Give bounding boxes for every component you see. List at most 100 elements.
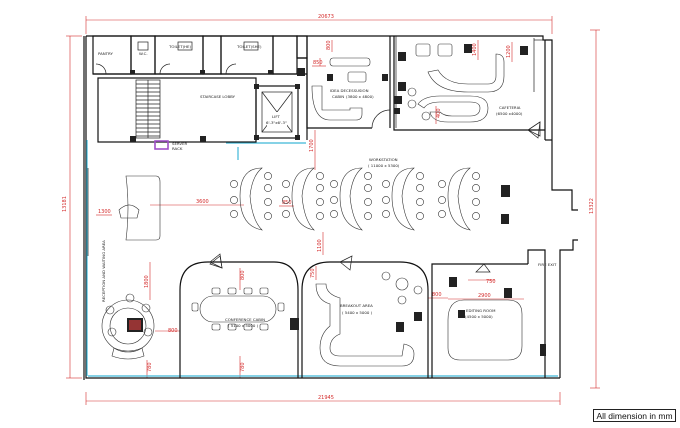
dim-editing-door: 750	[486, 279, 496, 285]
dim-idea-gap: 400	[436, 108, 442, 118]
workstation-chair	[472, 198, 480, 206]
server-rack	[154, 140, 169, 150]
round-seating	[101, 293, 155, 360]
workstation-chair	[330, 210, 338, 218]
workstation-chair	[264, 184, 272, 192]
workstation-chair	[316, 172, 324, 180]
workstation-chair	[472, 172, 480, 180]
dim-reception-vertical: 1800	[144, 275, 150, 288]
workstation-chair	[416, 172, 424, 180]
workstation-chair	[438, 210, 446, 218]
workstation-chair	[472, 184, 480, 192]
cafeteria-size: (6500 x4000)	[496, 111, 523, 116]
outer-walls	[83, 35, 578, 380]
dim-cafeteria-gap: 1400	[472, 43, 478, 56]
workstation-chair	[364, 198, 372, 206]
conference-chair	[211, 323, 221, 331]
workstation-area: WORKSTATION ( 11000 x 5300)	[230, 157, 510, 231]
workstation-chair	[364, 184, 372, 192]
server-rack-line2: RACK	[172, 146, 183, 151]
workstation-chair	[282, 210, 290, 218]
dim-conference-bottom: 780	[240, 362, 246, 372]
lift-size: 6'-3"x6'-3"	[266, 120, 287, 125]
workstation-chair	[382, 180, 390, 188]
glazing	[86, 140, 558, 377]
workstation-chair	[230, 210, 238, 218]
staircase: STAIRCASE LOBBY SERVER RACK	[97, 77, 257, 151]
workstation-desk	[391, 167, 415, 231]
service-block: PANTRY W.C. TOILET(HE) TOILET(SHE)	[92, 35, 308, 76]
room-wc: W.C.	[139, 51, 148, 56]
dim-conference-top: 800	[240, 270, 246, 280]
workstation-chair	[264, 172, 272, 180]
room-pantry: PANTRY	[98, 51, 113, 56]
idea-cabin-size: (3800 x 4800)	[346, 94, 374, 99]
conference-size: ( 5100 x 5000 )	[228, 323, 259, 328]
idea-cabin-name2: CABIN	[332, 94, 344, 99]
workstation-chair	[364, 212, 372, 220]
workstation-chair	[438, 180, 446, 188]
dim-bottom: 21945	[318, 395, 334, 401]
conference-chair	[243, 323, 253, 331]
editing-name: EDITING ROOM	[466, 308, 495, 313]
conference-chair	[277, 302, 285, 312]
workstation-name: WORKSTATION	[369, 157, 398, 162]
reception-area: RECEPTION AND WAITING AREA	[87, 168, 161, 360]
dim-workstation-gap: 3600	[196, 199, 209, 205]
dim-editing-gap: 800	[432, 292, 442, 298]
conference-chair	[259, 287, 269, 295]
conference-cabin: CONFERENCE CABIN ( 5100 x 5000 )	[179, 255, 299, 378]
workstation-chair	[282, 196, 290, 204]
workstation-chair	[264, 212, 272, 220]
workstation-chair	[230, 180, 238, 188]
fire-exit-label: FIRE EXIT	[538, 262, 557, 267]
editing-room: EDITING ROOM (4500 x 5000) FIRE EXIT	[431, 249, 557, 378]
workstation-chair	[364, 172, 372, 180]
idea-cabin-name: IDEA DECESSUSION	[330, 88, 369, 93]
conference-chair	[227, 323, 237, 331]
conference-chair	[243, 287, 253, 295]
dim-desk-gap: 850	[282, 200, 292, 206]
workstation-desk	[339, 167, 363, 231]
dim-cafeteria-side: 1200	[506, 45, 512, 58]
dim-editing-width: 2900	[478, 293, 491, 299]
room-toilet-she: TOILET(SHE)	[236, 44, 262, 49]
workstation-chair	[416, 212, 424, 220]
workstation-desk	[239, 167, 263, 231]
dim-pantry-gap: 850	[313, 60, 323, 66]
dim-left: 13181	[62, 196, 68, 212]
dim-reception-gap: 1300	[98, 209, 111, 215]
workstation-chair	[330, 180, 338, 188]
workstation-chair	[438, 196, 446, 204]
dim-conference-side: 800	[168, 328, 178, 334]
breakout-area: BREAKOUT AREA ( 5400 x 5000 )	[301, 255, 429, 378]
room-toilet-he: TOILET(HE)	[168, 44, 191, 49]
server-rack-line1: SERVER	[172, 141, 188, 146]
breakout-name: BREAKOUT AREA	[340, 303, 373, 308]
cafeteria: CAFETERIA (6500 x4000)	[393, 36, 545, 137]
workstation-desk	[291, 167, 315, 231]
conference-chair	[259, 323, 269, 331]
dim-right: 13322	[589, 198, 595, 214]
workstation-chair	[316, 198, 324, 206]
workstation-chair	[416, 184, 424, 192]
conference-chair	[191, 302, 199, 312]
workstation-chair	[264, 198, 272, 206]
workstation-chair	[416, 198, 424, 206]
dim-idea-top: 800	[326, 40, 332, 50]
dimension-lines: 20673 21945 13181 13322 3600 1300 850 17…	[62, 14, 600, 405]
workstation-chair	[330, 196, 338, 204]
breakout-size: ( 5400 x 5000 )	[342, 310, 373, 315]
workstation-chair	[282, 180, 290, 188]
lift-label: LIFT	[272, 114, 280, 119]
lift: LIFT 6'-3"x6'-3"	[254, 57, 308, 140]
workstation-desk	[447, 167, 471, 231]
workstation-size: ( 11000 x 5300)	[368, 163, 400, 168]
dim-top: 20673	[318, 14, 334, 20]
workstation-chair	[230, 196, 238, 204]
conference-chair	[227, 287, 237, 295]
workstation-chair	[472, 212, 480, 220]
reception-name: RECEPTION AND WAITING AREA	[101, 240, 106, 302]
dim-lift-gap: 1700	[309, 139, 315, 152]
dimension-note: All dimension in mm	[593, 409, 676, 422]
